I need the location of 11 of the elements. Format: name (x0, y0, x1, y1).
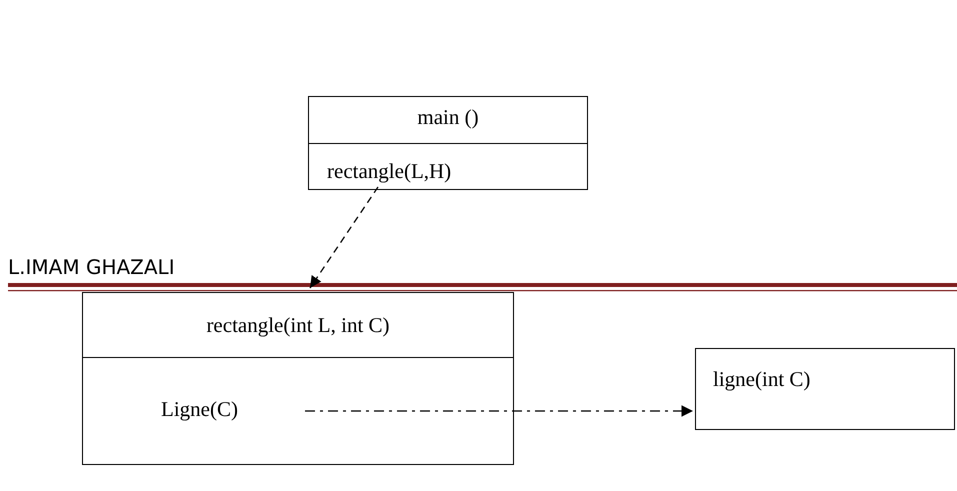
function-box (308, 96, 588, 190)
call-arrow (305, 405, 693, 417)
function-name: main () (416, 105, 480, 130)
function-box (695, 348, 955, 430)
function-call-text: ligne(int C) (713, 367, 810, 392)
function-call-text: rectangle(L,H) (327, 159, 452, 184)
function-name: rectangle(int L, int C) (205, 313, 391, 338)
function-call-text: Ligne(C) (161, 397, 238, 422)
function-box (82, 292, 514, 465)
school-name: L.IMAM GHAZALI (8, 255, 175, 279)
call-arrow (309, 186, 379, 288)
